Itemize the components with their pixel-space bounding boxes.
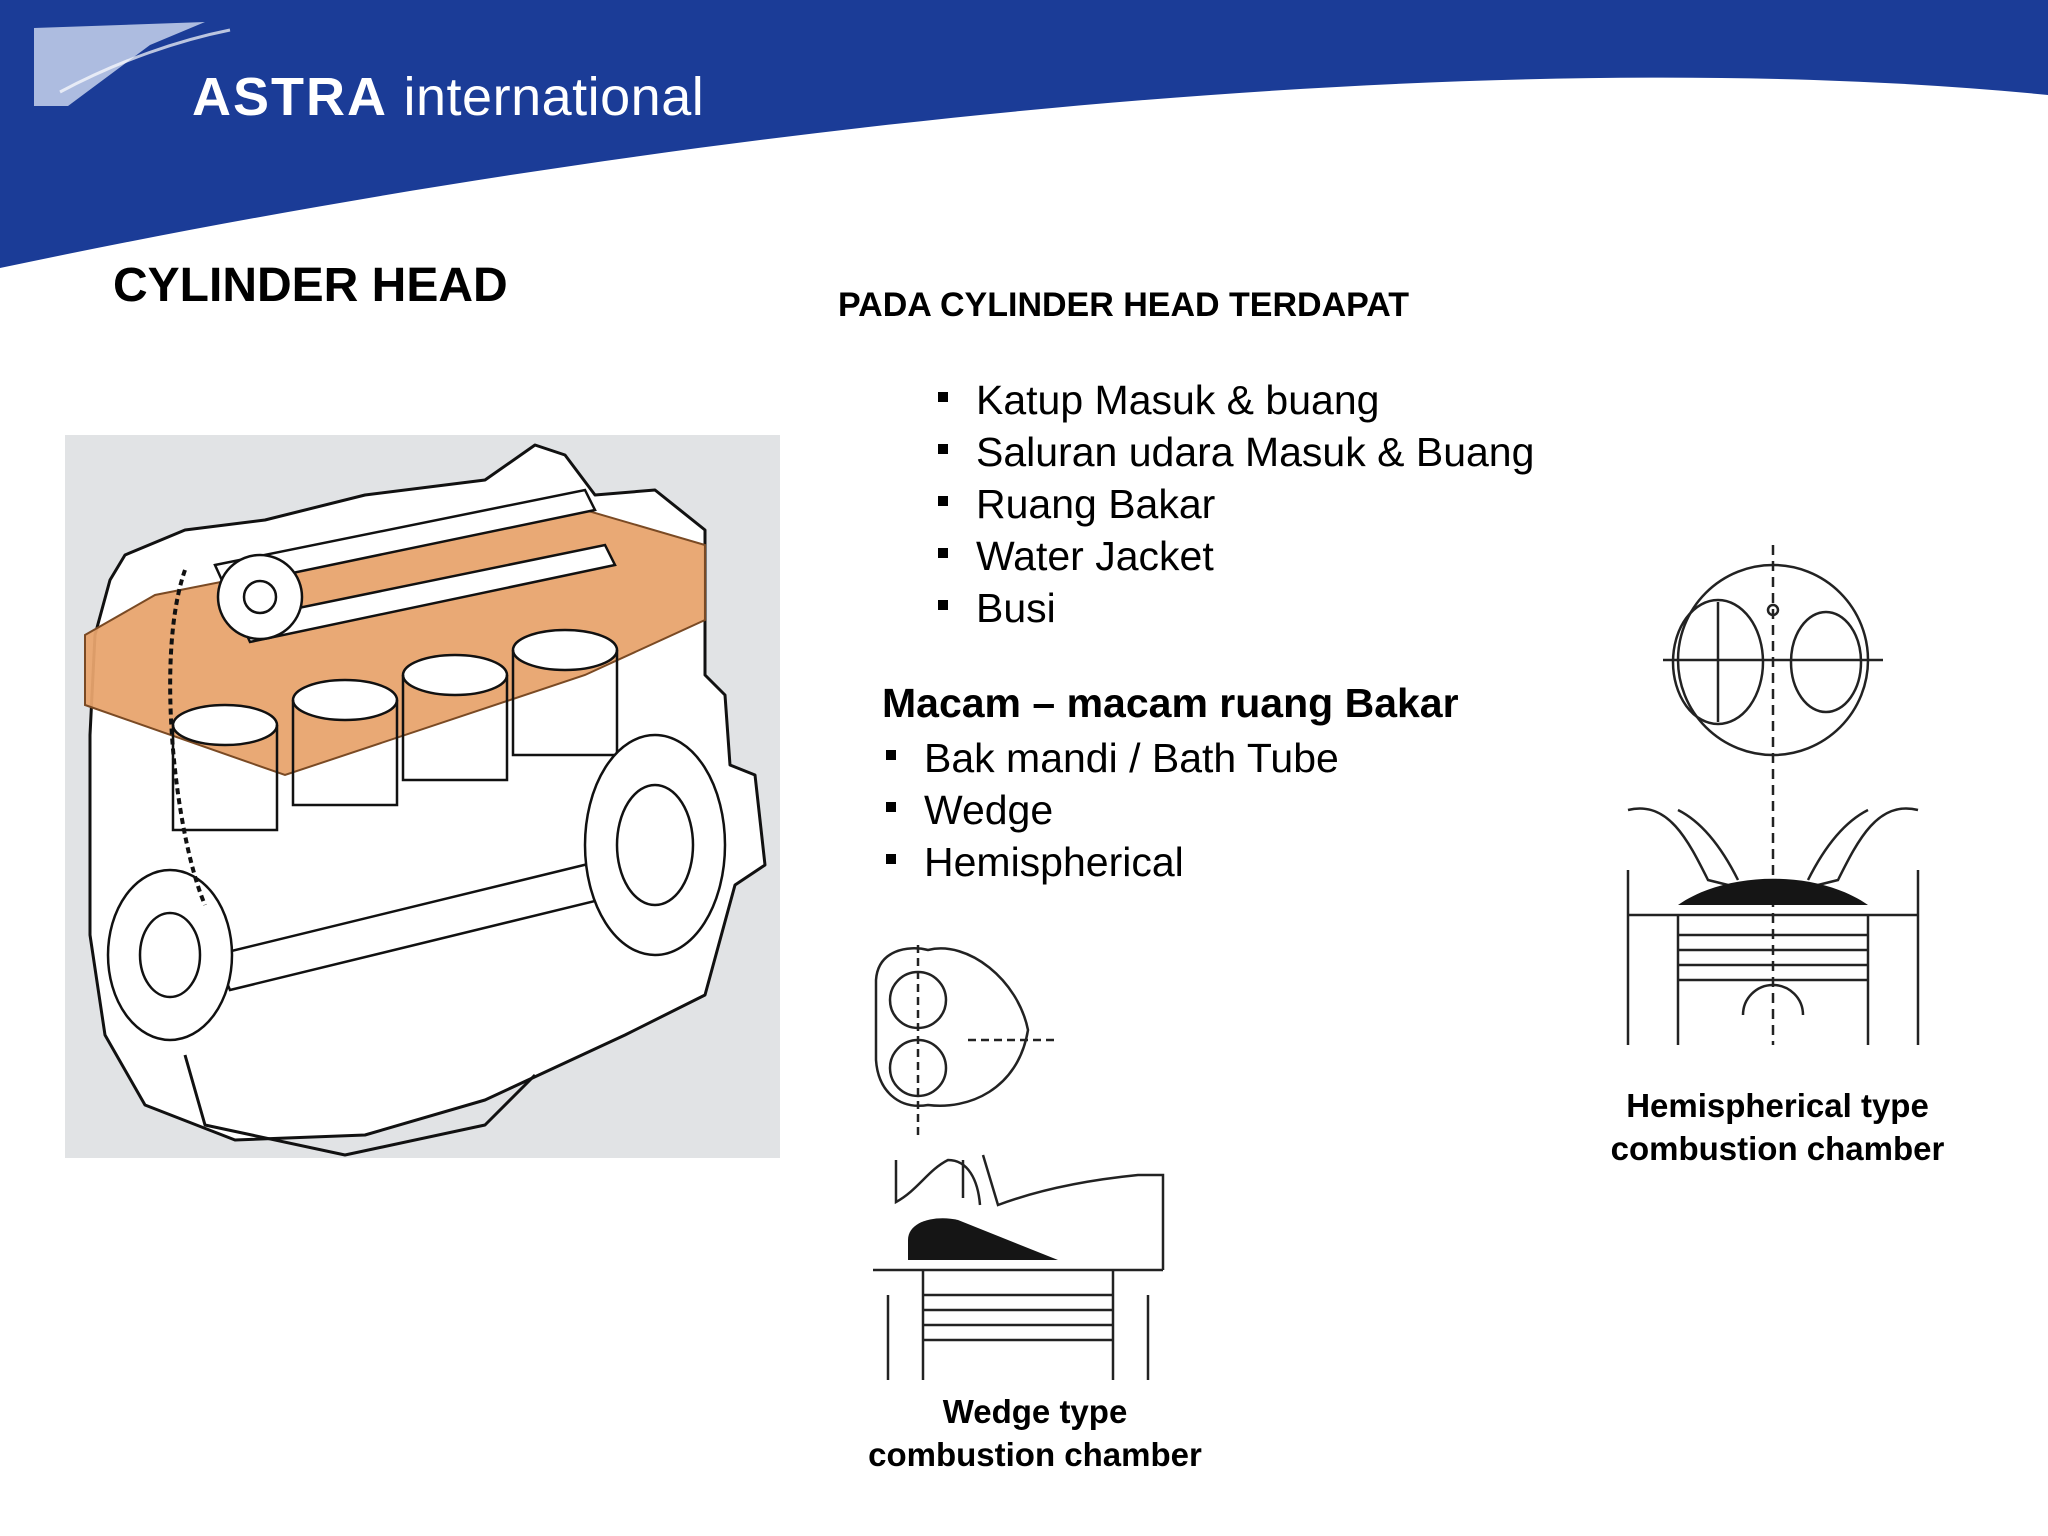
- bullet-icon: [938, 600, 948, 610]
- bullet-icon: [886, 750, 896, 760]
- bullet-icon: [938, 444, 948, 454]
- bullet-icon: [886, 854, 896, 864]
- engine-illustration: [65, 435, 780, 1158]
- astra-logo: ASTRA international: [192, 66, 704, 128]
- engine-drawing: [84, 443, 767, 1157]
- chamber-type-item: Hemispherical: [882, 836, 1339, 888]
- wedge-chamber-diagram: [873, 945, 1165, 1380]
- chamber-types-heading: Macam – macam ruang Bakar: [882, 680, 1459, 726]
- feature-item: Busi: [934, 582, 1534, 634]
- feature-item: Ruang Bakar: [934, 478, 1534, 530]
- chamber-types-list: Bak mandi / Bath Tube Wedge Hemispherica…: [882, 732, 1339, 888]
- bullet-icon: [938, 548, 948, 558]
- features-heading: PADA CYLINDER HEAD TERDAPAT: [838, 286, 1410, 324]
- features-list: Katup Masuk & buang Saluran udara Masuk …: [934, 374, 1534, 634]
- hemispherical-caption: Hemispherical type combustion chamber: [1610, 1087, 1945, 1167]
- bullet-icon: [938, 496, 948, 506]
- slide-title: CYLINDER HEAD: [113, 259, 508, 312]
- feature-item: Katup Masuk & buang: [934, 374, 1534, 426]
- bullet-icon: [938, 392, 948, 402]
- logo-brand: ASTRA: [192, 67, 388, 127]
- logo-suffix: international: [403, 67, 705, 127]
- wedge-caption: Wedge type combustion chamber: [868, 1393, 1202, 1473]
- hemispherical-chamber-diagram: [1626, 545, 1920, 1045]
- chamber-type-item: Wedge: [882, 784, 1339, 836]
- feature-item: Saluran udara Masuk & Buang: [934, 426, 1534, 478]
- header-band: [0, 0, 2048, 268]
- feature-item: Water Jacket: [934, 530, 1534, 582]
- bullet-icon: [886, 802, 896, 812]
- chamber-type-item: Bak mandi / Bath Tube: [882, 732, 1339, 784]
